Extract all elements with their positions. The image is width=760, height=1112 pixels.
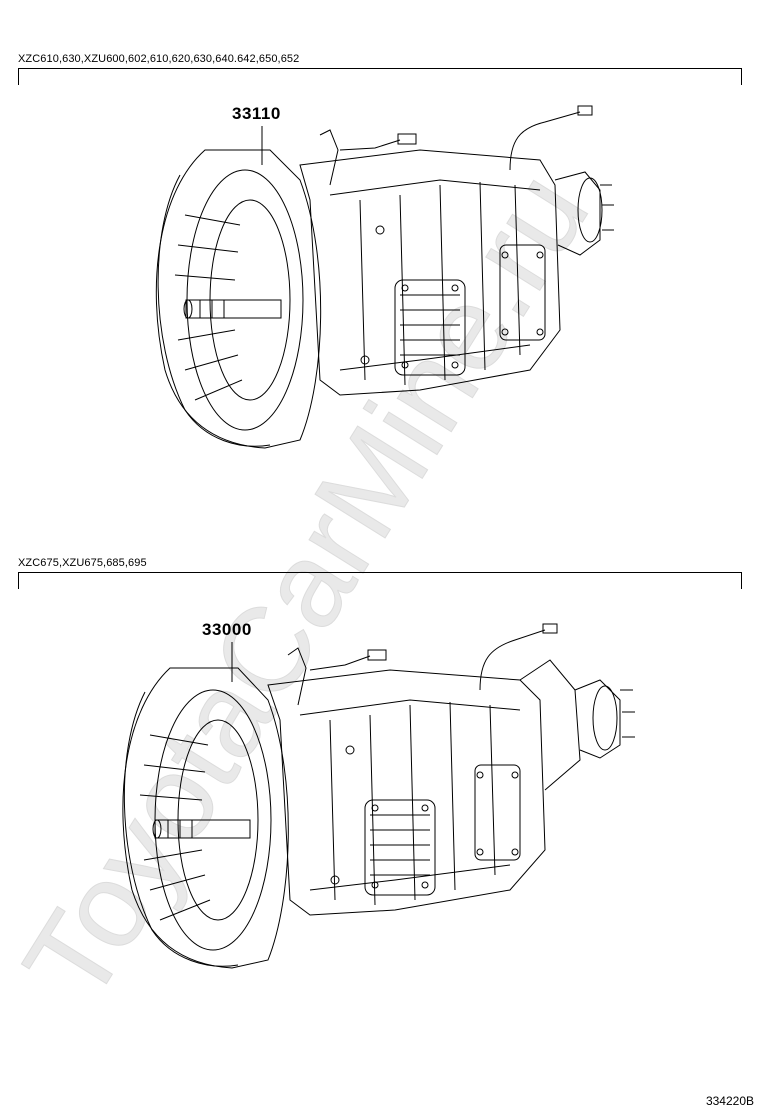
applicability-bracket-1: [18, 68, 742, 85]
part-number-2[interactable]: 33000: [202, 620, 252, 639]
transmission-drawing-2: [122, 623, 635, 969]
applicability-label-1: XZC610,630,XZU600,602,610,620,630,640.64…: [18, 53, 300, 65]
illustration-id: 334220B: [705, 1094, 754, 1108]
part-number-1[interactable]: 33110: [232, 104, 281, 123]
applicability-bracket-2: [18, 572, 742, 589]
transmission-drawing-1: [155, 105, 614, 449]
applicability-label-2: XZC675,XZU675,685,695: [18, 557, 147, 569]
